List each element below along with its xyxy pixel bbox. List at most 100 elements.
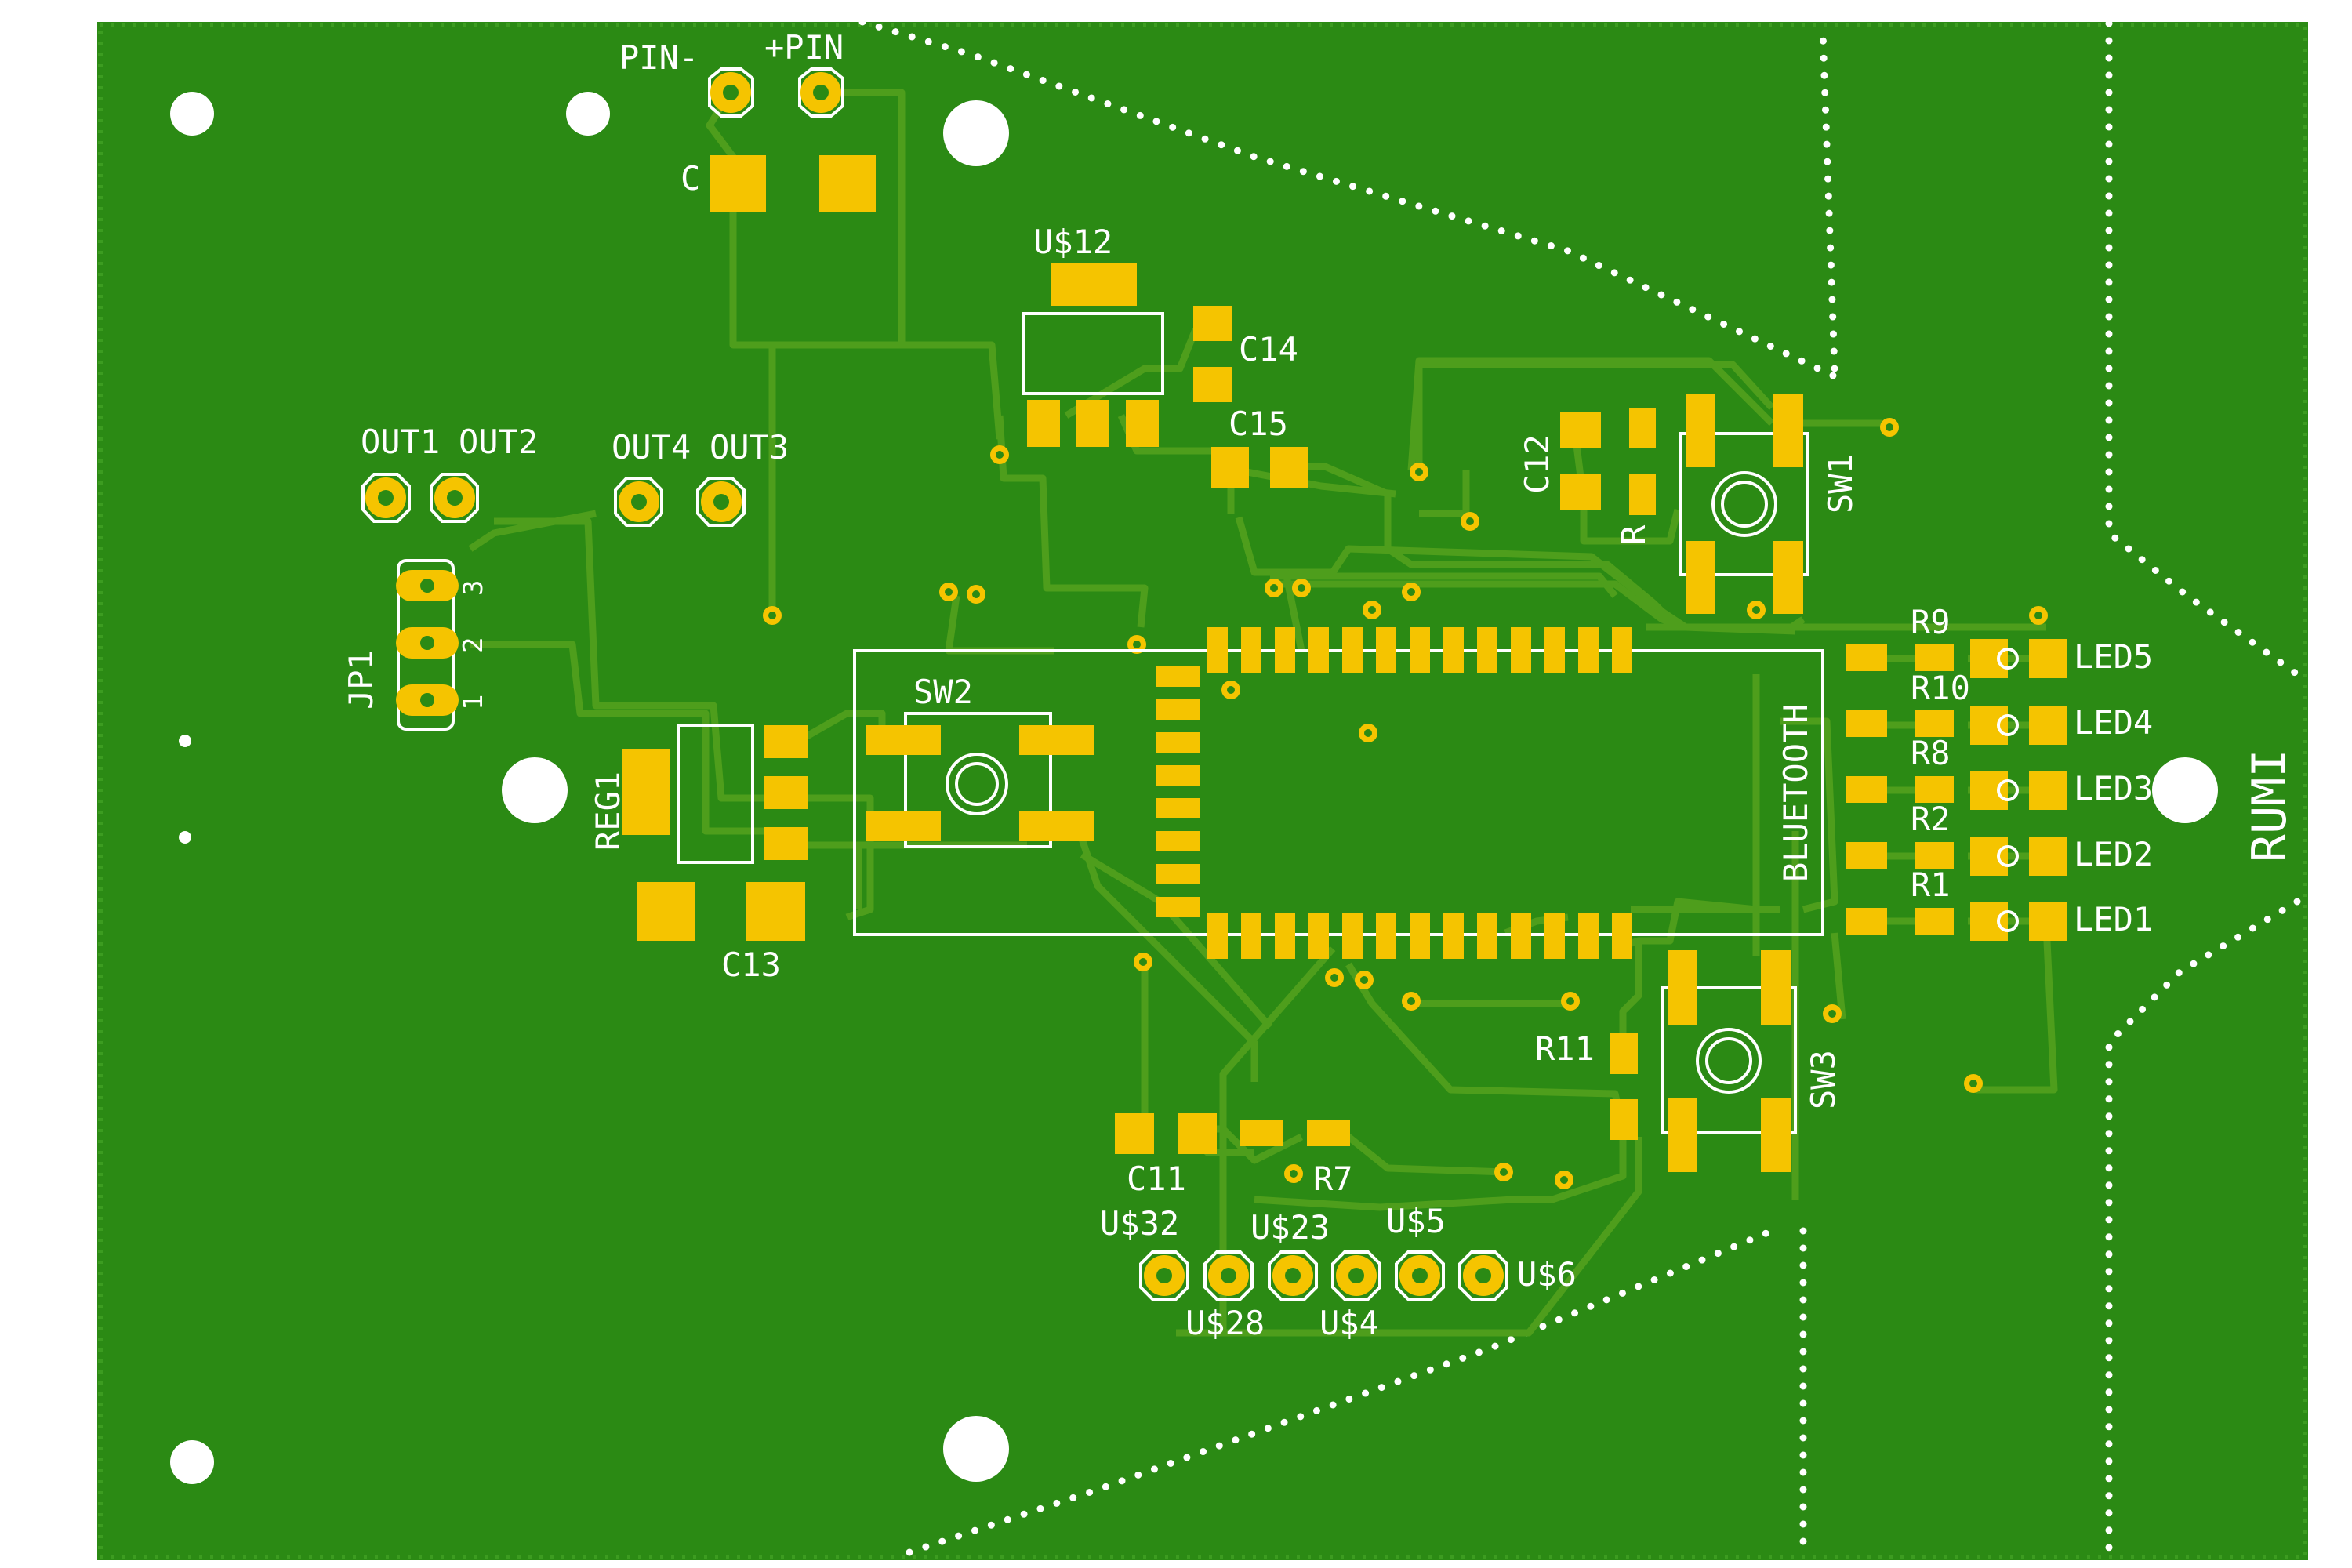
pad	[1773, 541, 1803, 614]
hole	[179, 831, 191, 844]
pad	[1686, 394, 1715, 467]
via-drill	[1298, 584, 1305, 592]
label-r8: R8	[1911, 734, 1951, 772]
hole	[170, 1440, 214, 1484]
jp1: 3 2 1 JP1	[342, 559, 489, 731]
pad	[622, 749, 670, 835]
capacitor-top: C	[681, 155, 876, 212]
label-led3: LED3	[2074, 769, 2153, 808]
label-u28: U$28	[1185, 1304, 1265, 1342]
pad-u5	[1395, 1250, 1445, 1301]
pad-u32	[1139, 1250, 1189, 1301]
via-drill	[1133, 641, 1141, 648]
label-u32: U$32	[1100, 1204, 1179, 1243]
pad	[764, 776, 808, 809]
pad-drill	[420, 636, 434, 650]
label-r2: R2	[1911, 800, 1951, 838]
c12: C12 R	[1518, 408, 1656, 545]
leds: LED5 LED4 LED3 LED2 LED1	[1970, 637, 2153, 941]
pad	[866, 725, 941, 755]
via-drill	[1828, 1010, 1836, 1018]
led3	[1970, 771, 2067, 810]
label-c11: C11	[1127, 1160, 1186, 1198]
label-c15: C15	[1229, 405, 1288, 443]
label-u6: U$6	[1517, 1255, 1577, 1294]
c15: C15	[1211, 405, 1308, 488]
hole	[170, 92, 214, 136]
led4	[1970, 706, 2067, 745]
pad	[1019, 725, 1094, 755]
label-rumi: RUMI	[2242, 750, 2297, 863]
label-jp1-pin3: 3	[458, 580, 489, 596]
label-r1: R1	[1911, 866, 1951, 904]
label-sw3: SW3	[1804, 1050, 1842, 1109]
sw3: SW3	[1661, 950, 1842, 1172]
pad-drill	[713, 494, 729, 510]
label-pin-plus: +PIN	[764, 28, 844, 67]
r7: R7	[1240, 1120, 1353, 1198]
c13: C13	[637, 882, 805, 984]
mounting-holes	[170, 92, 2218, 1484]
sw3-outline	[1661, 986, 1797, 1134]
via-drill	[1969, 1080, 1977, 1087]
via-drill	[1330, 974, 1338, 982]
pad	[866, 811, 941, 841]
sw1: SW1	[1679, 394, 1860, 614]
label-u23: U$23	[1250, 1208, 1330, 1247]
pad	[1019, 811, 1094, 841]
pad-drill	[420, 693, 434, 707]
bluetooth-pads-left	[1156, 666, 1200, 917]
u12-outline	[1022, 312, 1164, 395]
pad	[1560, 474, 1601, 510]
pad	[637, 882, 695, 941]
label-sw1: SW1	[1821, 454, 1860, 514]
via-drill	[1560, 1176, 1568, 1184]
r11: R11	[1535, 1029, 1638, 1140]
header-row: U$32 U$23 U$5 U$6 U$28 U$4	[1100, 1202, 1577, 1342]
bluetooth-pads-top	[1207, 627, 1632, 673]
label-pin-minus: PIN-	[619, 38, 699, 77]
pad	[1027, 400, 1060, 447]
pad	[1193, 306, 1232, 341]
pad	[1270, 447, 1308, 488]
hole	[943, 100, 1009, 166]
label-c12: C12	[1518, 434, 1556, 494]
hole	[566, 92, 610, 136]
hole	[179, 735, 191, 747]
via-drill	[1566, 997, 1574, 1005]
pad	[1193, 367, 1232, 402]
pad	[1629, 408, 1656, 448]
u12-regulator: U$12	[1022, 223, 1164, 447]
pad	[1076, 400, 1109, 447]
label-led4: LED4	[2074, 703, 2153, 742]
via-drill	[1270, 584, 1278, 592]
pad-drill	[378, 490, 394, 506]
hole	[502, 757, 568, 823]
via-drill	[768, 612, 776, 619]
pad	[1773, 394, 1803, 467]
label-u5: U$5	[1386, 1202, 1446, 1240]
traces	[468, 89, 2058, 1337]
pad-drill	[723, 85, 739, 100]
label-r: R	[1614, 524, 1653, 545]
via-drill	[1415, 468, 1423, 476]
bluetooth-pads-bottom	[1207, 913, 1632, 959]
cut-outlines	[858, 18, 2301, 1556]
via-drill	[996, 451, 1004, 459]
via-drill	[1886, 423, 1893, 431]
label-led5: LED5	[2074, 637, 2153, 676]
sw2-outline	[904, 712, 1052, 848]
via-drill	[2034, 612, 2042, 619]
hole	[943, 1416, 1009, 1482]
pad-drill	[447, 490, 463, 506]
via-drill	[1368, 606, 1376, 614]
board-edge	[98, 23, 2307, 1559]
label-sw2: SW2	[913, 673, 973, 711]
label-c13: C13	[721, 946, 781, 984]
via-drill	[1139, 958, 1147, 966]
label-jp1-pin1: 1	[458, 695, 489, 710]
c11: C11	[1115, 1113, 1217, 1198]
label-led1: LED1	[2074, 900, 2153, 938]
pad	[1051, 263, 1137, 306]
via-drill	[1752, 606, 1760, 614]
